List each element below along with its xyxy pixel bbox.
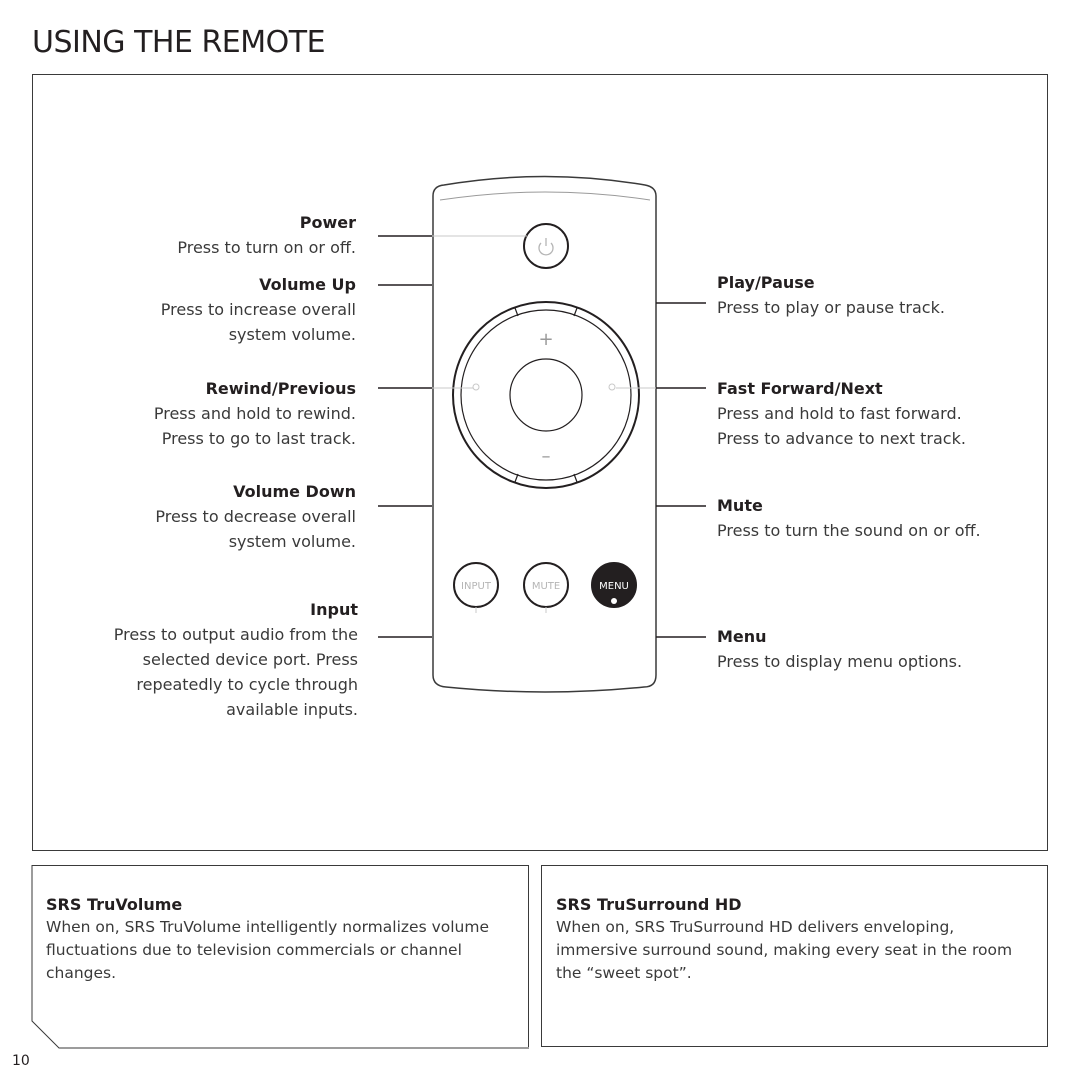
page-title: USING THE REMOTE xyxy=(32,25,326,60)
remote-diagram-frame xyxy=(32,74,1048,851)
volume-up-icon[interactable]: + xyxy=(538,329,553,350)
label-heading: Menu xyxy=(717,627,767,646)
power-icon xyxy=(538,238,554,256)
input-button[interactable]: INPUT xyxy=(453,562,499,608)
label-heading: Input xyxy=(310,600,358,619)
label-heading: Volume Down xyxy=(233,482,356,501)
fast-forward-icon[interactable] xyxy=(608,383,616,391)
svg-text:INPUT: INPUT xyxy=(461,581,492,592)
svg-text:MUTE: MUTE xyxy=(532,581,560,592)
label-heading: Power xyxy=(299,213,356,232)
label-power: Power Press to turn on or off. xyxy=(177,210,356,260)
label-heading: Play/Pause xyxy=(717,273,815,292)
label-fast-forward-next: Fast Forward/Next Press and hold to fast… xyxy=(717,376,966,451)
info-box-title: SRS TruSurround HD xyxy=(556,895,742,914)
label-description: Press to decrease overall system volume. xyxy=(155,507,356,551)
power-button[interactable] xyxy=(523,223,569,269)
info-box-text: When on, SRS TruSurround HD delivers env… xyxy=(556,918,1013,982)
label-play-pause: Play/Pause Press to play or pause track. xyxy=(717,270,945,320)
label-description: Press to turn on or off. xyxy=(177,238,356,257)
label-description: Press to display menu options. xyxy=(717,652,963,671)
label-heading: Mute xyxy=(717,496,763,515)
info-box-title: SRS TruVolume xyxy=(46,895,183,914)
label-volume-up: Volume Up Press to increase overall syst… xyxy=(161,272,356,347)
info-box-left-outline xyxy=(31,865,529,1049)
label-description: Press to output audio from the selected … xyxy=(113,625,358,719)
label-volume-down: Volume Down Press to decrease overall sy… xyxy=(155,479,356,554)
label-description: Press to turn the sound on or off. xyxy=(717,521,981,540)
label-heading: Volume Up xyxy=(259,275,356,294)
info-box-srs-truvolume: SRS TruVolume When on, SRS TruVolume int… xyxy=(32,865,529,1047)
label-description: Press to increase overall system volume. xyxy=(160,300,356,344)
mute-button[interactable]: MUTE xyxy=(523,562,569,608)
info-box-srs-trusurround-hd: SRS TruSurround HD When on, SRS TruSurro… xyxy=(541,865,1048,1047)
label-heading: Fast Forward/Next xyxy=(717,379,883,398)
label-description: Press to play or pause track. xyxy=(717,298,945,317)
info-box-text: When on, SRS TruVolume intelligently nor… xyxy=(46,918,489,982)
page-number: 10 xyxy=(12,1053,30,1069)
svg-text:MENU: MENU xyxy=(599,581,629,592)
label-description: Press and hold to rewind. Press to go to… xyxy=(153,404,356,448)
label-mute: Mute Press to turn the sound on or off. xyxy=(717,493,981,543)
navigation-ring-inner xyxy=(460,309,632,481)
label-description: Press and hold to fast forward. Press to… xyxy=(717,404,966,448)
label-input: Input Press to output audio from the sel… xyxy=(114,597,358,722)
label-menu: Menu Press to display menu options. xyxy=(717,624,962,674)
play-pause-button[interactable] xyxy=(509,358,583,432)
label-rewind-previous: Rewind/Previous Press and hold to rewind… xyxy=(154,376,356,451)
volume-down-icon[interactable]: – xyxy=(542,446,551,467)
label-heading: Rewind/Previous xyxy=(205,379,356,398)
rewind-icon[interactable] xyxy=(472,383,480,391)
menu-button[interactable]: MENU xyxy=(591,562,637,608)
